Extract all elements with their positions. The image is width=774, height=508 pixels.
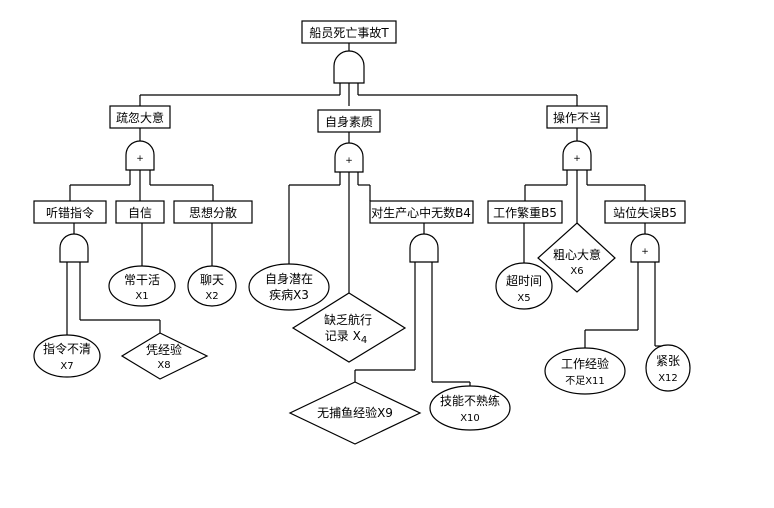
or-gate-zishen: [334, 142, 364, 173]
basic-event-x1-label: 常干活: [124, 273, 160, 287]
basic-event-x10-label: 技能不熟练: [440, 393, 500, 408]
basic-event-x10: [429, 385, 511, 431]
event-label-shuhu: 疏忽大意: [116, 110, 164, 125]
undeveloped-event-x4: [291, 292, 407, 363]
basic-event-x5: [495, 262, 553, 310]
undeveloped-event-x9: [288, 381, 422, 445]
basic-event-x3: [248, 263, 330, 311]
basic-event-x2: [187, 265, 237, 307]
undeveloped-event-x4-id: 记录 X4: [325, 329, 367, 346]
event-label-duishengchan: 对生产心中无数B4: [371, 205, 471, 220]
and-gate-duishengchan: [409, 233, 439, 263]
basic-event-x7-id: X7: [60, 361, 73, 372]
event-box-zixin: [115, 200, 165, 224]
or-gate-caozuo: [562, 140, 592, 171]
and-gate-tingcuo: [59, 233, 89, 263]
event-label-zixin: 自信: [128, 206, 152, 220]
basic-event-x1: [108, 265, 176, 307]
top-and-gate: [333, 50, 365, 84]
event-label-sixiang: 思想分散: [189, 205, 237, 220]
basic-event-x12-label: 紧张: [656, 354, 680, 368]
basic-event-x11: [544, 347, 626, 395]
event-box-duishengchan: [369, 200, 474, 224]
gate-symbol-shuhu: +: [136, 154, 144, 164]
event-label-zishen: 自身素质: [325, 114, 373, 129]
event-label-caozuo: 操作不当: [553, 110, 601, 125]
event-label-zhanwei: 站位失误B5: [613, 205, 677, 220]
top-event-label: 船员死亡事故T: [309, 25, 389, 40]
basic-event-x2-id: X2: [205, 291, 218, 302]
basic-event-x7-label: 指令不清: [43, 341, 91, 356]
basic-event-x11-label: 工作经验: [561, 356, 609, 371]
basic-event-x3-label: 自身潜在: [265, 271, 313, 286]
gate-symbol-caozuo: +: [573, 154, 581, 164]
or-gate-shuhu: [125, 140, 155, 171]
gate-symbol-zhanwei: +: [641, 247, 649, 257]
undeveloped-event-x8: [120, 332, 209, 380]
basic-event-x3-id: 疾病X3: [269, 287, 309, 302]
event-box-sixiang: [173, 200, 253, 224]
undeveloped-event-x4-label: 缺乏航行: [324, 312, 372, 327]
undeveloped-event-x6-id: X6: [570, 266, 583, 277]
undeveloped-event-x8-label: 凭经验: [146, 342, 182, 357]
event-label-gongzuo: 工作繁重B5: [493, 205, 557, 220]
event-label-tingcuo: 听错指令: [46, 205, 94, 220]
basic-event-x1-id: X1: [135, 291, 148, 302]
undeveloped-event-x8-id: X8: [157, 360, 170, 371]
event-box-gongzuo: [487, 200, 563, 224]
basic-event-x7: [33, 334, 101, 378]
basic-event-x2-label: 聊天: [200, 273, 224, 287]
or-gate-zhanwei: [630, 233, 660, 263]
undeveloped-event-x6-label: 粗心大意: [553, 247, 601, 262]
undeveloped-event-x6: [537, 222, 616, 293]
event-box-tingcuo: [33, 200, 107, 224]
undeveloped-event-x9-label: 无捕鱼经验X9: [317, 405, 393, 420]
basic-event-x12-id: X12: [658, 373, 678, 384]
basic-event-x5-id: X5: [517, 293, 530, 304]
basic-event-x11-id: 不足X11: [565, 375, 605, 387]
basic-event-x10-id: X10: [460, 413, 480, 424]
gate-symbol-zishen: +: [345, 156, 353, 166]
basic-event-x12: [645, 344, 691, 392]
basic-event-x5-label: 超时间: [506, 273, 542, 288]
